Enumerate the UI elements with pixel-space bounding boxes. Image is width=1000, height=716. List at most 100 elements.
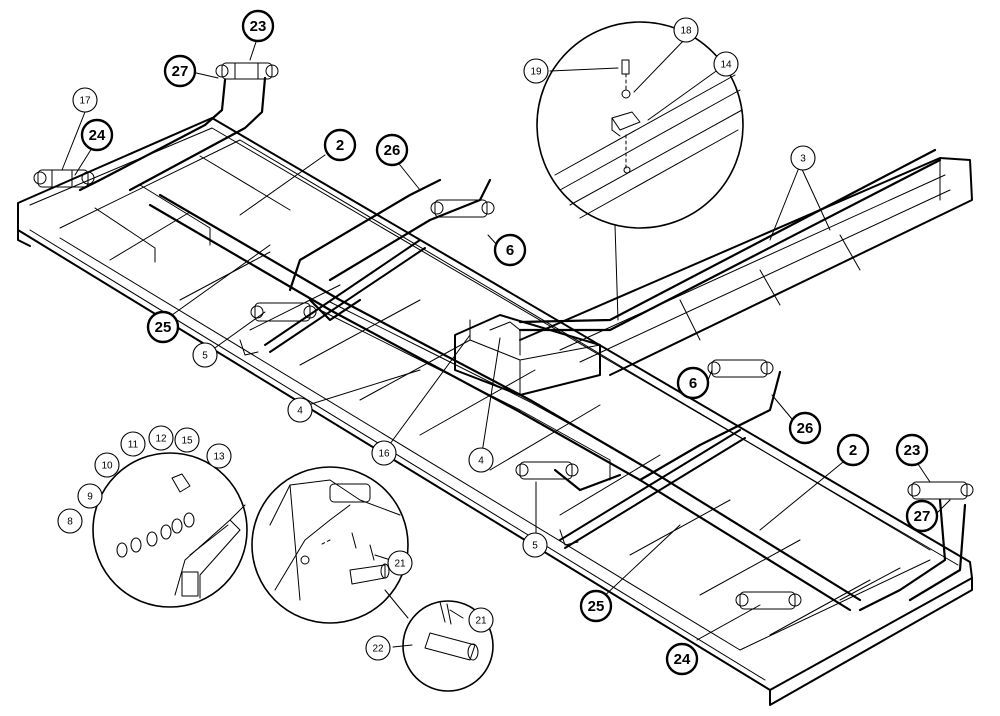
cylinder-right-center <box>707 359 774 378</box>
callout-number: 2 <box>849 442 857 459</box>
callout-number: 16 <box>378 449 390 460</box>
callout-circle <box>387 550 413 576</box>
callout-circle <box>665 642 699 676</box>
callout-11: 11 <box>120 431 146 457</box>
callout-circle <box>94 452 120 478</box>
callout-circle <box>676 366 710 400</box>
callout-circle <box>146 310 180 344</box>
callout-24: 24 <box>80 118 114 152</box>
cylinder-right-end-bottom <box>735 591 802 610</box>
callout-number: 11 <box>128 440 139 451</box>
callout-23: 23 <box>895 433 929 467</box>
callout-16: 16 <box>371 440 397 466</box>
callout-circle <box>713 51 739 77</box>
callout-21: 21 <box>387 550 413 576</box>
callout-circle <box>836 433 870 467</box>
callout-number: 26 <box>797 420 814 437</box>
callout-2: 2 <box>836 433 870 467</box>
detail-view-clamp <box>536 21 744 321</box>
callout-9: 9 <box>77 483 103 509</box>
callout-15: 15 <box>174 427 200 453</box>
callout-2: 2 <box>323 128 357 162</box>
callout-25: 25 <box>146 310 180 344</box>
callout-circle <box>673 17 699 43</box>
callout-circle <box>80 118 114 152</box>
callout-number: 26 <box>384 142 401 159</box>
callout-circle <box>371 440 397 466</box>
hydraulic-hoses <box>78 76 967 612</box>
callout-circle <box>579 589 613 623</box>
callout-circle <box>523 58 549 84</box>
callout-26: 26 <box>375 133 409 167</box>
callout-number: 14 <box>720 60 732 71</box>
callout-19: 19 <box>523 58 549 84</box>
callout-number: 13 <box>213 452 225 463</box>
cylinder-left-center <box>430 199 495 218</box>
callout-number: 24 <box>674 651 691 668</box>
callout-number: 3 <box>800 154 806 165</box>
callout-number: 23 <box>250 18 267 35</box>
callout-circle <box>241 9 275 43</box>
callout-14: 14 <box>713 51 739 77</box>
callout-number: 4 <box>478 456 484 467</box>
cylinder-top-left <box>215 62 279 80</box>
callout-number: 23 <box>904 442 921 459</box>
callout-4: 4 <box>468 447 494 473</box>
callout-circle <box>790 145 816 171</box>
callout-circle <box>365 635 391 661</box>
callout-number: 5 <box>202 351 208 362</box>
detail-view-washers <box>92 452 248 608</box>
callout-circle <box>468 447 494 473</box>
callout-number: 19 <box>530 67 542 78</box>
callout-circle <box>895 433 929 467</box>
callout-number: 27 <box>914 508 931 525</box>
callout-number: 6 <box>689 375 697 392</box>
callout-circle <box>174 427 200 453</box>
callout-circle <box>192 342 218 368</box>
callout-number: 12 <box>155 434 167 445</box>
callout-circle <box>522 532 548 558</box>
callout-5: 5 <box>522 532 548 558</box>
callout-3: 3 <box>790 145 816 171</box>
cylinder-right-end-top <box>907 481 974 500</box>
callout-circle <box>72 87 98 113</box>
callout-number: 21 <box>394 559 406 570</box>
callout-6: 6 <box>676 366 710 400</box>
callout-circle <box>163 54 197 88</box>
callout-number: 4 <box>297 406 303 417</box>
callout-18: 18 <box>673 17 699 43</box>
callout-number: 5 <box>532 541 538 552</box>
callout-10: 10 <box>94 452 120 478</box>
callout-circle <box>148 425 174 451</box>
callout-21: 21 <box>468 607 494 633</box>
detail-view-pin <box>384 589 494 692</box>
callout-circle <box>788 411 822 445</box>
callout-circle <box>206 443 232 469</box>
hydraulic-cylinders <box>33 62 974 610</box>
callout-number: 25 <box>155 319 172 336</box>
callout-13: 13 <box>206 443 232 469</box>
callout-circle <box>77 483 103 509</box>
callout-number: 2 <box>336 137 344 154</box>
callout-number: 6 <box>506 242 514 259</box>
leader-lines <box>61 35 951 648</box>
callout-number: 10 <box>101 461 113 472</box>
callout-23: 23 <box>241 9 275 43</box>
callout-number: 21 <box>475 616 487 627</box>
detail-view-pin-mount <box>251 466 409 624</box>
cylinder-left-end <box>33 169 95 188</box>
callout-number: 24 <box>89 127 106 144</box>
callout-circle <box>468 607 494 633</box>
callout-25: 25 <box>579 589 613 623</box>
callout-26: 26 <box>788 411 822 445</box>
callout-number: 27 <box>172 63 189 80</box>
callout-number: 18 <box>680 26 692 37</box>
callout-circle <box>493 233 527 267</box>
callout-circle <box>120 431 146 457</box>
callout-5: 5 <box>192 342 218 368</box>
cylinder-left-wing <box>239 302 317 356</box>
cylinder-right-wing <box>515 461 579 546</box>
callout-number: 22 <box>372 644 384 655</box>
callout-circle <box>375 133 409 167</box>
